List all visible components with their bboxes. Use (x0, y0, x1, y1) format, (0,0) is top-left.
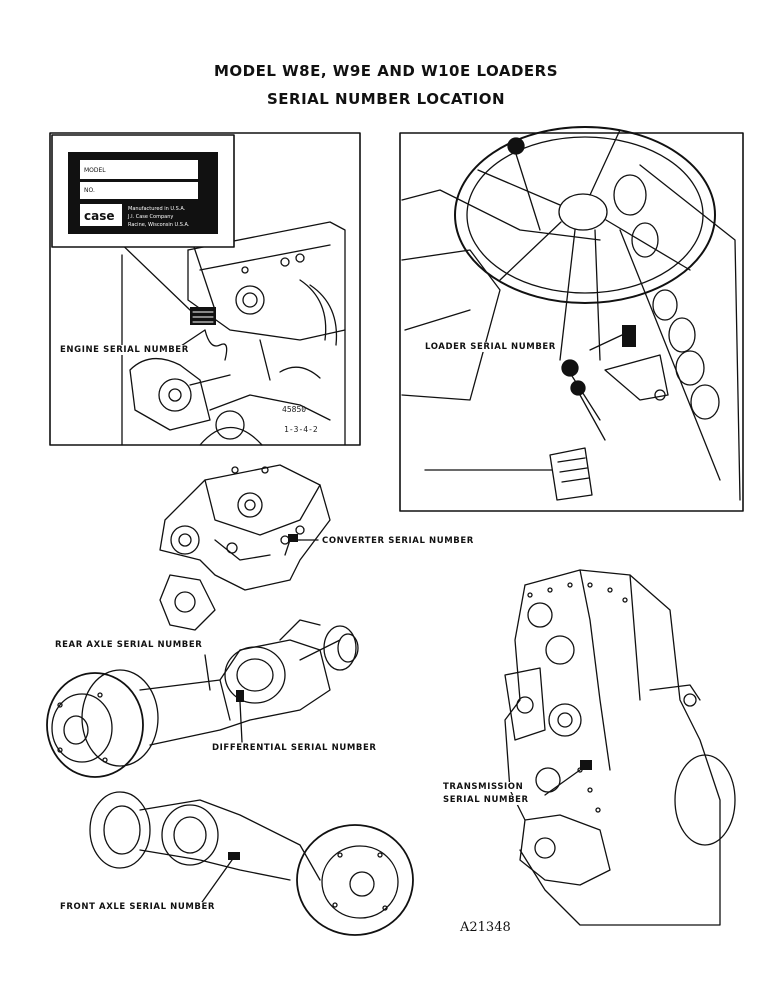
transmission-serial-callout-line1: TRANSMISSION (443, 782, 524, 792)
plate-maker-line1: Manufactured in U.S.A. (128, 206, 186, 212)
reference-number: A21348 (460, 920, 511, 935)
serial-plate-inset: MODEL NO. case Manufactured in U.S.A. J.… (51, 134, 235, 248)
plate-maker-line3: Racine, Wisconsin U.S.A. (128, 222, 190, 228)
differential-serial-callout: DIFFERENTIAL SERIAL NUMBER (212, 743, 377, 753)
page-subtitle: SERIAL NUMBER LOCATION (266, 90, 506, 108)
engine-stamp-line1: 45850 (282, 405, 306, 414)
engine-serial-callout: ENGINE SERIAL NUMBER (60, 345, 189, 355)
plate-maker-line2: J.I. Case Company (127, 214, 173, 220)
front-axle-illustration (89, 791, 414, 936)
engine-stamp-line2: 1-3-4-2 (284, 425, 318, 434)
converter-serial-callout: CONVERTER SERIAL NUMBER (322, 536, 474, 546)
converter-illustration (159, 464, 331, 631)
rear-axle-serial-callout: REAR AXLE SERIAL NUMBER (55, 640, 203, 650)
plate-number-label: NO. (84, 187, 95, 194)
transmission-serial-callout-line2: SERIAL NUMBER (443, 795, 529, 805)
front-axle-serial-callout: FRONT AXLE SERIAL NUMBER (60, 902, 216, 912)
transmission-illustration (504, 569, 736, 926)
page-title: MODEL W8E, W9E AND W10E LOADERS (213, 62, 558, 80)
plate-model-label: MODEL (84, 167, 106, 174)
loader-panel (399, 126, 744, 512)
case-logo: case (84, 209, 115, 223)
loader-serial-callout: LOADER SERIAL NUMBER (425, 342, 556, 352)
rear-axle-illustration (46, 619, 359, 778)
